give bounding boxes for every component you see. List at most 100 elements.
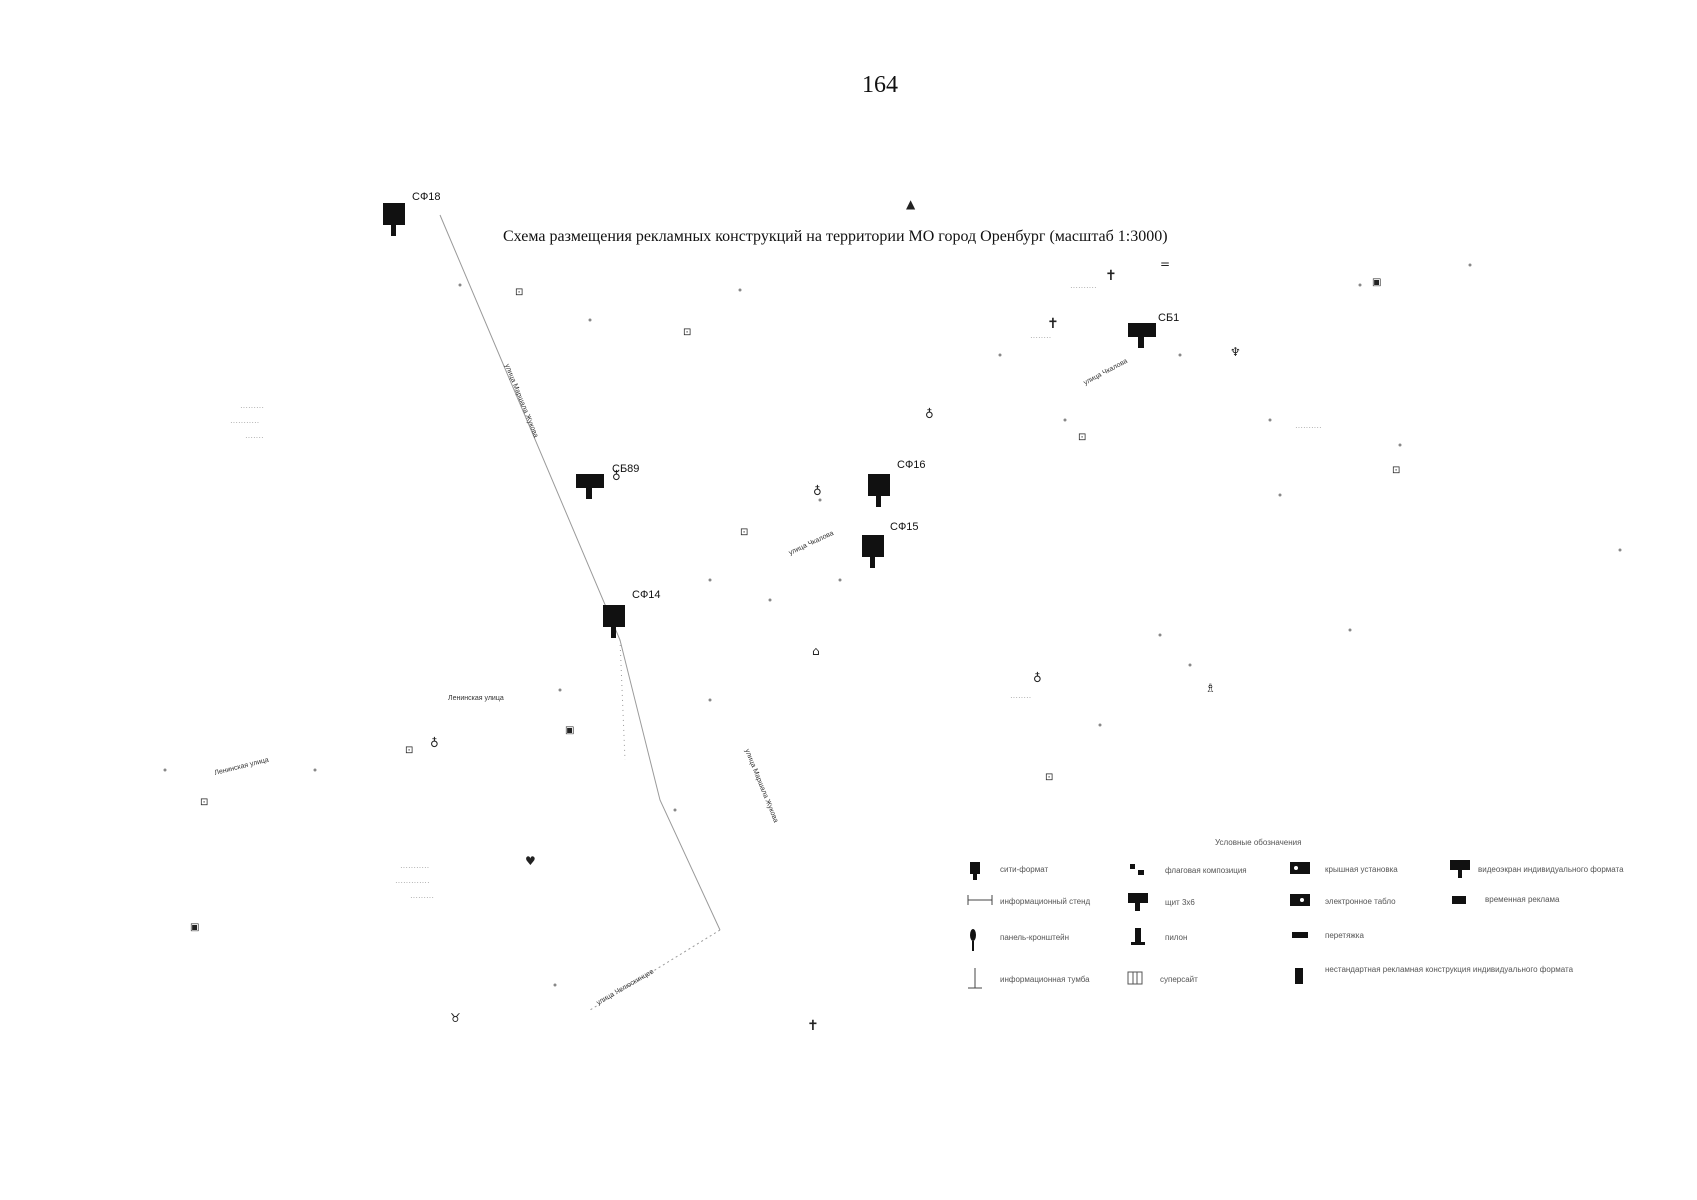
legend-item: нестандартная рекламная конструкция инди…: [1295, 965, 1574, 984]
svg-text:информационная тумба: информационная тумба: [1000, 975, 1090, 984]
city-format-icon: [970, 862, 980, 880]
legend-title: Условные обозначения: [1215, 838, 1301, 847]
svg-text:перетяжка: перетяжка: [1325, 931, 1364, 940]
legend-item: информационный стенд: [967, 895, 1091, 906]
bank-icon: ♁: [430, 736, 439, 750]
street-label: Ленинская улица: [448, 695, 504, 702]
road-chelyuskintsev: [589, 929, 721, 1011]
street-label: Ленинская улица: [214, 757, 270, 777]
page-number: 164: [862, 72, 898, 98]
legend-item: временная реклама: [1452, 895, 1560, 904]
svg-text:········: ········: [1010, 693, 1031, 702]
sign-sf14[interactable]: СФ14: [603, 589, 661, 638]
equal-sign-icon: =: [1160, 257, 1170, 271]
svg-text:··········: ··········: [1070, 283, 1097, 292]
svg-text:·············: ·············: [395, 878, 430, 887]
building-icon: ♉: [450, 1011, 461, 1025]
street-label: улица Чкалова: [1083, 358, 1129, 387]
building-icon: ♥: [525, 854, 536, 868]
legend-item: сити-формат: [970, 862, 1049, 880]
legend-item: информационная тумба: [968, 968, 1090, 989]
sign-sf16[interactable]: СФ16: [868, 459, 926, 507]
pylon-icon: [1131, 928, 1145, 945]
svg-text:флаговая композиция: флаговая композиция: [1165, 866, 1247, 875]
svg-text:суперсайт: суперсайт: [1160, 975, 1198, 984]
street-label: улица Маршала Жукова: [743, 748, 779, 824]
roof-complex-icon: [1290, 894, 1310, 906]
street-labels: улица Маршала Жукова улица Маршала Жуков…: [214, 358, 1129, 1007]
supersite-icon: [1127, 971, 1143, 985]
church-icon: ✝: [1105, 268, 1117, 284]
road-dotted-west: [619, 639, 626, 761]
flag-icon: [1130, 864, 1144, 875]
parking-icon: ▣: [565, 725, 574, 736]
bank-icon: ♁: [1033, 671, 1042, 685]
bus-stop-icon: ⊡: [683, 327, 691, 338]
svg-text:щит 3х6: щит 3х6: [1165, 898, 1195, 907]
museum-icon: ⌂: [812, 644, 820, 658]
video-screen-icon: [1450, 860, 1470, 878]
church-icon: ✝: [1047, 316, 1059, 332]
sign-label: СФ14: [632, 589, 661, 601]
bus-stop-icon: ⊡: [1078, 432, 1086, 443]
map-points: [163, 263, 1622, 987]
svg-text:электронное табло: электронное табло: [1325, 897, 1396, 906]
bus-stop-icon: ⊡: [1392, 465, 1400, 476]
legend: Условные обозначения сити-формат информа…: [967, 838, 1624, 989]
building-icon: ♗: [1205, 681, 1216, 695]
parking-icon: ▣: [1372, 277, 1381, 288]
map-title: Схема размещения рекламных конструкций н…: [503, 228, 1168, 245]
sign-label: СБ1: [1158, 312, 1179, 324]
sign-label: СФ18: [412, 191, 441, 203]
road-network: [439, 214, 721, 1011]
svg-text:информационный стенд: информационный стенд: [1000, 897, 1091, 906]
non-standard-icon: [1295, 968, 1303, 984]
billboard-icon: [1128, 893, 1148, 911]
bus-stop-icon: ⊡: [515, 287, 523, 298]
sign-sb1[interactable]: СБ1: [1128, 312, 1179, 348]
roof-installation-icon: [1290, 862, 1310, 874]
legend-item: щит 3х6: [1128, 893, 1195, 911]
svg-text:·······: ·······: [245, 433, 264, 442]
svg-text:сити-формат: сити-формат: [1000, 865, 1049, 874]
legend-item: перетяжка: [1292, 931, 1364, 940]
bus-stop-icon: ⊡: [405, 745, 413, 756]
bank-icon: ♁: [813, 484, 822, 498]
sign-label: СФ16: [897, 459, 926, 471]
sign-sf18[interactable]: СФ18: [383, 191, 441, 236]
legend-item: суперсайт: [1127, 971, 1198, 985]
ad-signs: СФ18 СБ89 СФ16 СФ15 СФ14 СБ1: [383, 191, 1179, 638]
svg-text:видеоэкран индивидуального фор: видеоэкран индивидуального формата: [1478, 865, 1624, 874]
street-label: улица Маршала Жукова: [503, 363, 539, 439]
road-marshala-zhukova: [439, 214, 721, 931]
svg-text:···········: ···········: [400, 863, 429, 872]
bus-stop-icon: ⊡: [1045, 772, 1053, 783]
column-icon: [968, 968, 982, 989]
bus-stop-icon: ⊡: [200, 797, 208, 808]
legend-item: флаговая композиция: [1130, 864, 1247, 875]
pole-panel-icon: [970, 929, 976, 951]
street-label: улица Чкалова: [788, 530, 835, 557]
sign-sf15[interactable]: СФ15: [862, 521, 919, 568]
svg-text:панель-кронштейн: панель-кронштейн: [1000, 933, 1069, 942]
map-symbols: ⊡ ⊡ ⊡ ⊡ ⊡ ⊡ ⊡ ⊡ ✝ ✝ ✝ ♁ ♁ ♁ ♁ ♁ ⌂ ▣ ▣ ▣ …: [190, 197, 1400, 1034]
svg-text:···········: ···········: [230, 418, 259, 427]
svg-text:временная реклама: временная реклама: [1485, 895, 1560, 904]
legend-item: видеоэкран индивидуального формата: [1450, 860, 1624, 878]
svg-text:········: ········: [1030, 333, 1051, 342]
info-stand-icon: [967, 895, 993, 905]
svg-text:пилон: пилон: [1165, 933, 1187, 942]
legend-item: электронное табло: [1290, 894, 1396, 906]
triangle-icon: ▲: [906, 197, 916, 211]
sign-sb89[interactable]: СБ89: [576, 463, 639, 499]
legend-item: крышная установка: [1290, 862, 1398, 874]
svg-text:нестандартная рекламная констр: нестандартная рекламная конструкция инди…: [1325, 965, 1574, 974]
sign-label: СФ15: [890, 521, 919, 533]
stretch-icon: [1292, 932, 1308, 938]
temporary-icon: [1452, 896, 1466, 904]
legend-item: пилон: [1131, 928, 1187, 945]
svg-text:·········: ·········: [410, 893, 434, 902]
bank-icon: ♁: [612, 469, 621, 483]
sign-label: СБ89: [612, 463, 639, 475]
